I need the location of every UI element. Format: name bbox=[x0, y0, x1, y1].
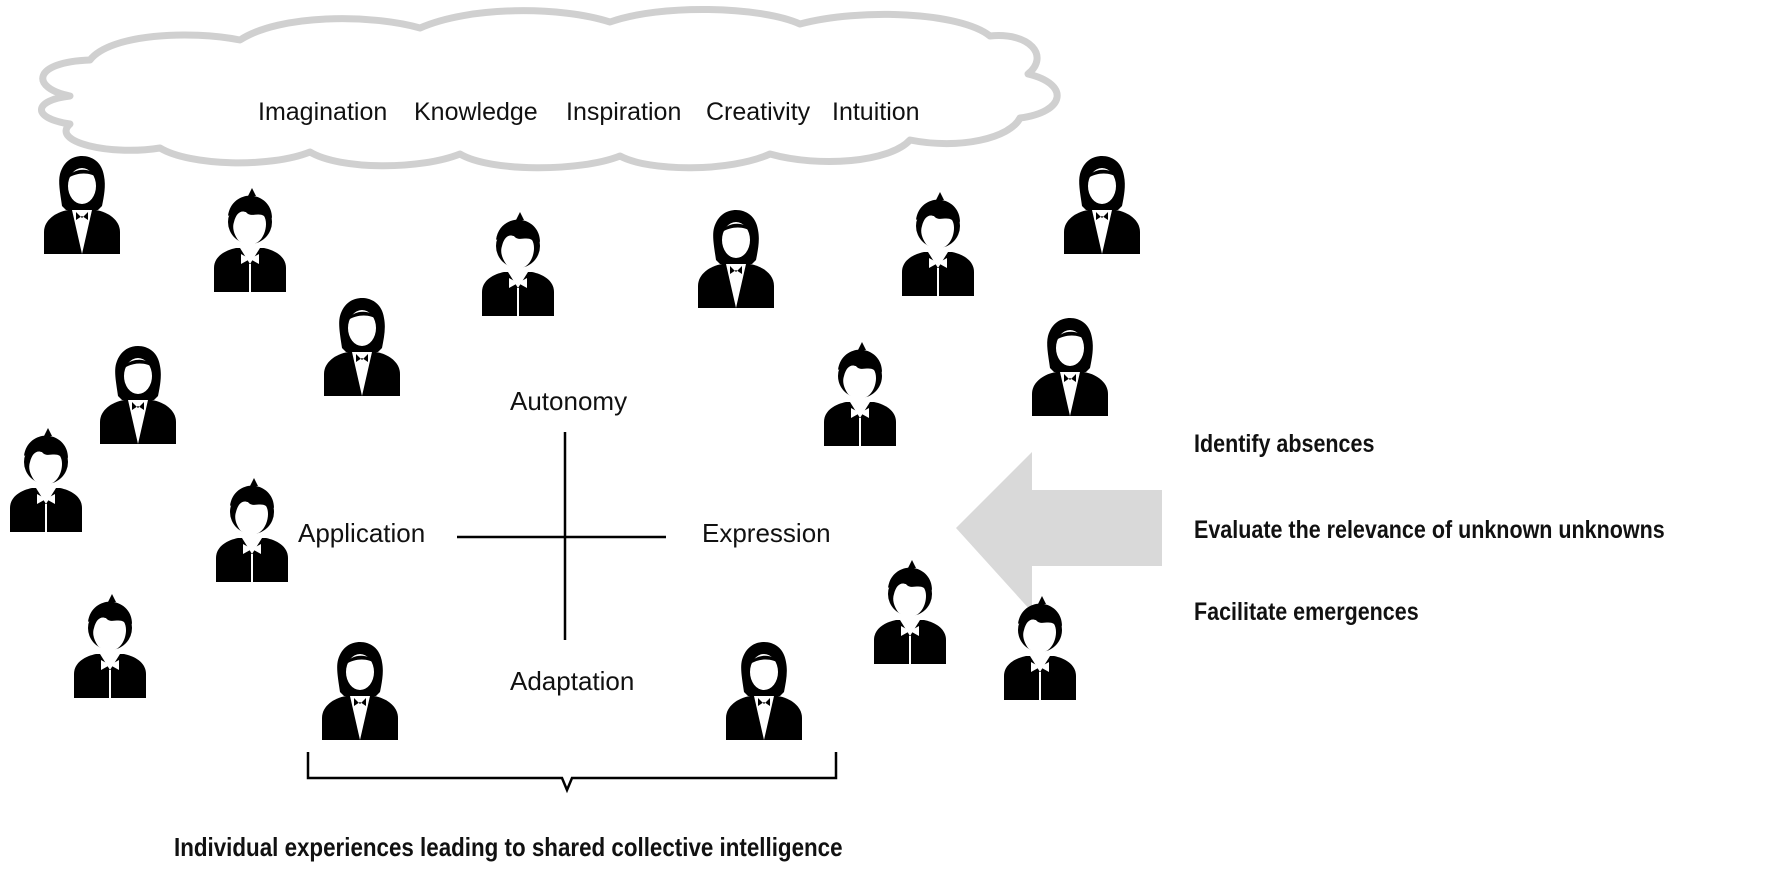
male-person-icon bbox=[823, 341, 897, 447]
bracket bbox=[306, 752, 838, 794]
male-person-icon bbox=[215, 477, 289, 583]
male-person-icon bbox=[481, 211, 555, 317]
female-person-icon bbox=[322, 642, 398, 740]
female-person-icon bbox=[1032, 318, 1108, 416]
cloud-shape bbox=[38, 5, 1061, 172]
female-person-icon bbox=[1064, 156, 1140, 254]
action-evaluate-relevance: Evaluate the relevance of unknown unknow… bbox=[1194, 516, 1665, 544]
male-person-icon bbox=[9, 427, 83, 533]
quadrant-label-left: Application bbox=[298, 518, 426, 548]
quadrant-label-top: Autonomy bbox=[510, 386, 628, 416]
female-person-icon bbox=[698, 210, 774, 308]
female-person-icon bbox=[100, 346, 176, 444]
cloud-word-knowledge: Knowledge bbox=[414, 98, 538, 126]
cloud-word-inspiration: Inspiration bbox=[566, 98, 682, 126]
female-person-icon bbox=[324, 298, 400, 396]
left-arrow bbox=[956, 452, 1162, 612]
male-person-icon bbox=[73, 593, 147, 699]
male-person-icon bbox=[213, 187, 287, 293]
quadrant-label-right: Expression bbox=[702, 518, 831, 548]
male-person-icon bbox=[873, 559, 947, 665]
male-person-icon bbox=[1003, 595, 1077, 701]
cloud-word-intuition: Intuition bbox=[832, 98, 920, 126]
diagram-caption: Individual experiences leading to shared… bbox=[174, 832, 843, 862]
action-facilitate-emergences: Facilitate emergences bbox=[1194, 598, 1419, 626]
female-person-icon bbox=[44, 156, 120, 254]
cloud-word-creativity: Creativity bbox=[706, 98, 811, 126]
cloud-word-imagination: Imagination bbox=[258, 98, 388, 126]
quadrant-label-bottom: Adaptation bbox=[510, 666, 635, 696]
action-identify-absences: Identify absences bbox=[1194, 430, 1375, 458]
female-person-icon bbox=[726, 642, 802, 740]
male-person-icon bbox=[901, 191, 975, 297]
